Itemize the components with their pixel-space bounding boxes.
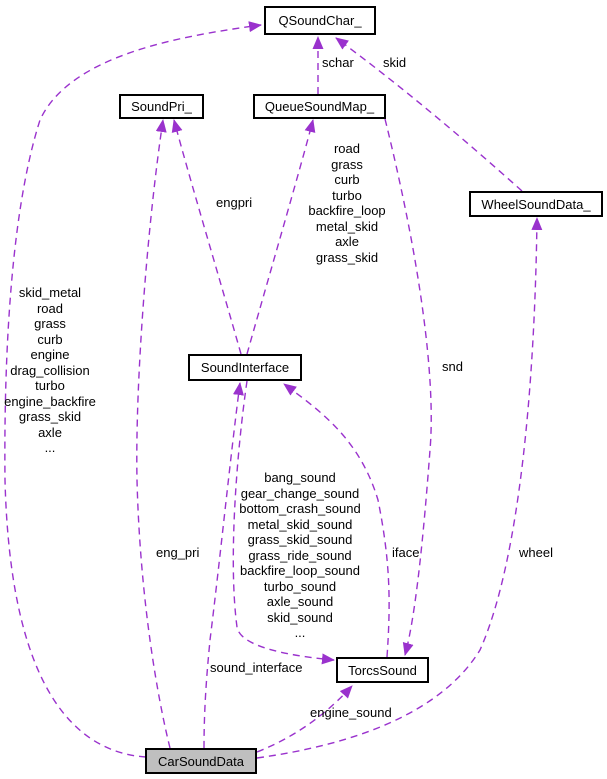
edge-label-soundinterface-queuesoundmap-members: road grass curb turbo backfire_loop meta… bbox=[308, 141, 386, 265]
node-soundpri[interactable]: SoundPri_ bbox=[119, 94, 204, 119]
edge-label-skid: skid bbox=[383, 55, 407, 70]
edge-carsounddata-soundinterface bbox=[203, 382, 244, 749]
edge-wheelsounddata-qsoundchar bbox=[335, 37, 523, 192]
node-wheelsounddata[interactable]: WheelSoundData_ bbox=[469, 191, 603, 217]
edge-label-soundinterface-torcssound-members: bang_sound gear_change_sound bottom_cras… bbox=[239, 470, 361, 640]
node-carsounddata[interactable]: CarSoundData bbox=[145, 748, 257, 774]
edge-carsounddata-wheelsounddata bbox=[256, 217, 543, 759]
edge-soundinterface-torcssound bbox=[232, 380, 335, 665]
edge-torcssound-soundinterface bbox=[283, 383, 390, 658]
edge-queuesoundmap-torcssound bbox=[384, 118, 432, 656]
edge-carsounddata-soundpri bbox=[136, 119, 171, 749]
edge-label-engine-sound: engine_sound bbox=[310, 705, 392, 720]
edge-label-schar: schar bbox=[322, 55, 354, 70]
edge-carsounddata-qsoundchar bbox=[4, 21, 262, 758]
edge-soundinterface-queuesoundmap bbox=[246, 119, 316, 355]
edge-soundinterface-soundpri bbox=[171, 119, 242, 355]
edge-label-carsounddata-qsoundchar-members: skid_metal road grass curb engine drag_c… bbox=[4, 285, 96, 455]
edge-label-iface: iface bbox=[392, 545, 420, 560]
edge-label-eng-pri: eng_pri bbox=[156, 545, 200, 560]
edge-label-engpri: engpri bbox=[216, 195, 253, 210]
edge-label-sound-interface: sound_interface bbox=[210, 660, 303, 675]
node-torcssound[interactable]: TorcsSound bbox=[336, 657, 429, 683]
edge-label-snd: snd bbox=[442, 359, 463, 374]
edge-label-wheel: wheel bbox=[519, 545, 553, 560]
node-soundinterface[interactable]: SoundInterface bbox=[188, 354, 302, 381]
node-qsoundchar[interactable]: QSoundChar_ bbox=[264, 6, 376, 35]
edge-carsounddata-torcssound bbox=[256, 685, 353, 753]
node-queuesoundmap[interactable]: QueueSoundMap_ bbox=[253, 94, 386, 119]
